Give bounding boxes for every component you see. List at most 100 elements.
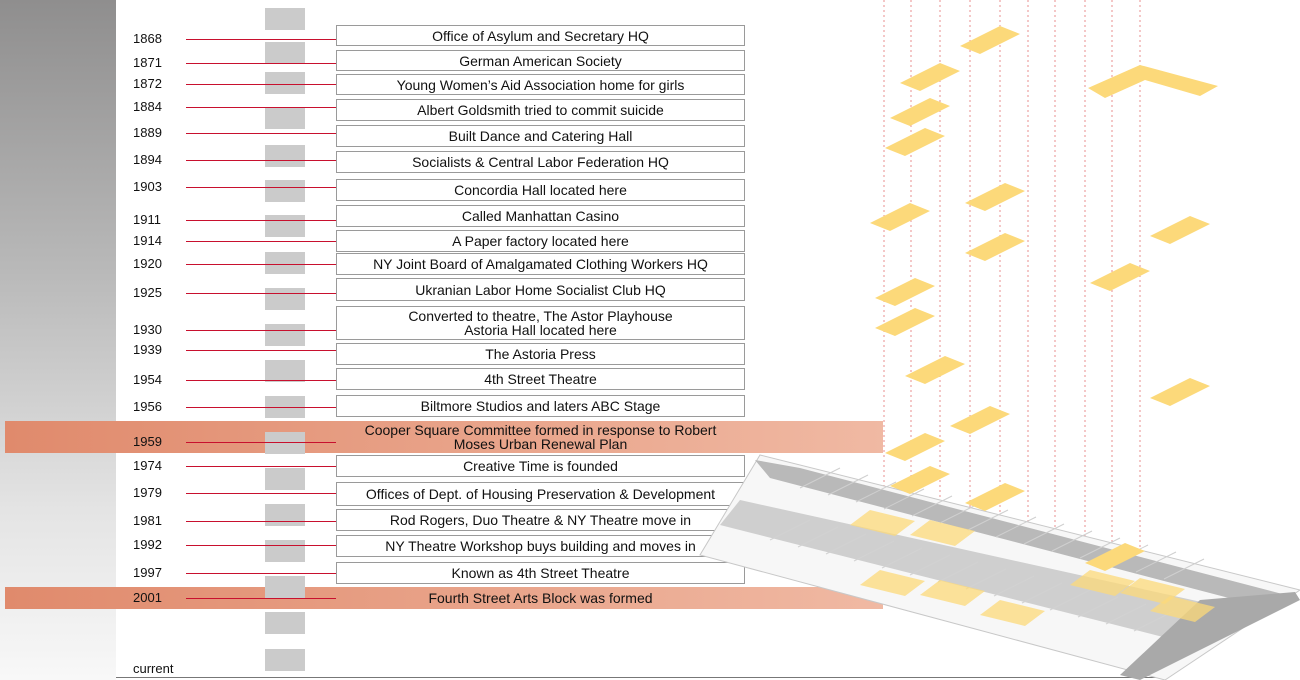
building-tile: [870, 203, 930, 231]
event-box: NY Theatre Workshop buys building and mo…: [336, 535, 745, 557]
year-label: 2001: [133, 590, 162, 605]
time-gradient-bar: [0, 0, 116, 680]
tick-mark: [265, 504, 305, 526]
leader-line: [186, 573, 336, 574]
lot-line: [1021, 582, 1063, 604]
highlight-band: [5, 421, 883, 453]
building-tile: [900, 63, 960, 91]
year-label: 1997: [133, 565, 162, 580]
avenue: [1120, 592, 1300, 680]
lot-line: [993, 575, 1035, 597]
event-box: Ukranian Labor Home Socialist Club HQ: [336, 278, 745, 301]
building-tile: [1150, 216, 1210, 244]
building-tile: [1150, 378, 1210, 406]
building-footprint: [850, 510, 915, 536]
event-box: Called Manhattan Casino: [336, 205, 745, 227]
event-box: German American Society: [336, 50, 745, 71]
building-tile: [875, 308, 935, 336]
building-tile: [1085, 543, 1145, 571]
leader-line: [186, 84, 336, 85]
lot-line: [1105, 603, 1147, 625]
building-tile: [1088, 65, 1218, 98]
event-box: A Paper factory located here: [336, 230, 745, 252]
event-box: Offices of Dept. of Housing Preservation…: [336, 482, 745, 506]
leader-line: [186, 350, 336, 351]
event-box: Built Dance and Catering Hall: [336, 125, 745, 147]
building-tile: [950, 406, 1010, 434]
lot-line: [797, 526, 839, 548]
leader-line: [186, 521, 336, 522]
leader-line: [186, 264, 336, 265]
lot-line: [1079, 537, 1121, 559]
event-box: Cooper Square Committee formed in respon…: [364, 422, 717, 452]
lot-line: [937, 561, 979, 583]
year-label: 1959: [133, 434, 162, 449]
leader-line: [186, 598, 336, 599]
leader-line: [186, 220, 336, 221]
year-label: 1981: [133, 513, 162, 528]
event-box: Known as 4th Street Theatre: [336, 562, 745, 584]
event-box: Office of Asylum and Secretary HQ: [336, 25, 745, 46]
building-tile: [965, 233, 1025, 261]
year-label: 1894: [133, 152, 162, 167]
street: [755, 460, 1290, 610]
year-label: 1920: [133, 256, 162, 271]
leader-line: [186, 160, 336, 161]
street: [720, 500, 1215, 640]
lot-line: [967, 509, 1009, 531]
year-label: 1956: [133, 399, 162, 414]
building-footprint: [1070, 570, 1135, 596]
leader-line: [186, 187, 336, 188]
year-label: 1939: [133, 342, 162, 357]
year-label: 1954: [133, 372, 162, 387]
lot-line: [1135, 551, 1177, 573]
tick-mark: [265, 8, 305, 30]
building-tile: [905, 356, 965, 384]
year-label: 1930: [133, 322, 162, 337]
lot-line: [939, 502, 981, 524]
year-label: 1925: [133, 285, 162, 300]
event-box: Socialists & Central Labor Federation HQ: [336, 151, 745, 173]
lot-line: [1051, 530, 1093, 552]
lot-line: [881, 547, 923, 569]
lot-line: [965, 568, 1007, 590]
building-footprint: [1150, 596, 1215, 622]
year-label: 1911: [133, 212, 161, 227]
building-tile: [890, 466, 950, 494]
tick-mark: [265, 576, 305, 598]
event-box: Rod Rogers, Duo Theatre & NY Theatre mov…: [336, 509, 745, 531]
building-tile: [965, 183, 1025, 211]
lot-line: [853, 540, 895, 562]
lot-line: [769, 519, 811, 541]
leader-line: [186, 63, 336, 64]
leader-line: [186, 133, 336, 134]
leader-line: [186, 241, 336, 242]
leader-line: [186, 407, 336, 408]
event-box: Fourth Street Arts Block was formed: [428, 590, 653, 606]
year-label: 1992: [133, 537, 162, 552]
building-footprint: [910, 520, 975, 546]
tick-mark: [265, 252, 305, 274]
year-label: 1903: [133, 179, 162, 194]
leader-line: [186, 39, 336, 40]
tick-mark: [265, 72, 305, 94]
leader-line: [186, 330, 336, 331]
leader-line: [186, 107, 336, 108]
building-tile: [960, 26, 1020, 54]
leader-line: [186, 442, 336, 443]
year-label: 1979: [133, 485, 162, 500]
year-label: 1889: [133, 125, 162, 140]
leader-line: [186, 545, 336, 546]
lot-line: [911, 495, 953, 517]
event-box: Albert Goldsmith tried to commit suicide: [336, 99, 745, 121]
lot-line: [883, 488, 925, 510]
tick-mark: [265, 360, 305, 382]
year-label: 1871: [133, 55, 162, 70]
year-label: 1914: [133, 233, 162, 248]
current-label: current: [133, 661, 174, 676]
lot-line: [1023, 523, 1065, 545]
building-tile: [885, 433, 945, 461]
tick-mark: [265, 649, 305, 671]
